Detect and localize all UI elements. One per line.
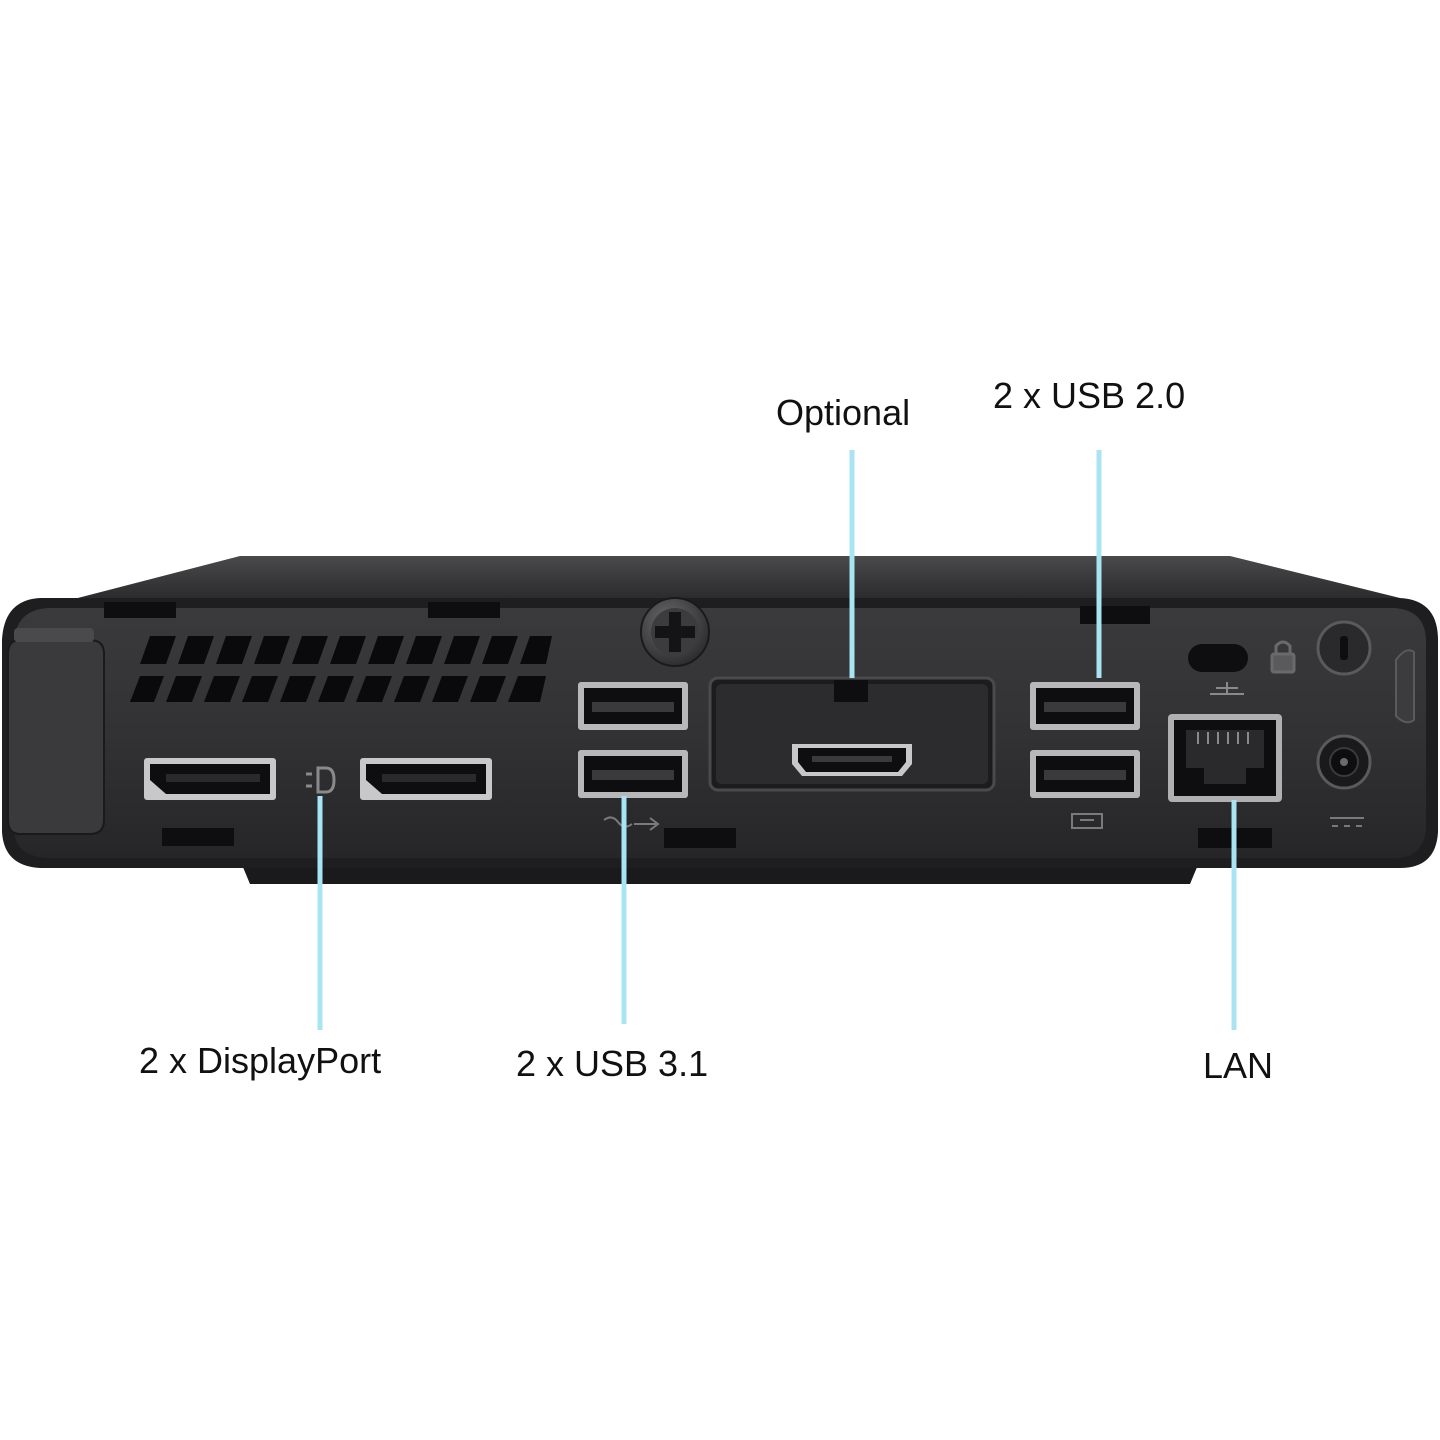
callout-lan: LAN <box>1203 1045 1274 1086</box>
network-icon <box>1210 682 1244 695</box>
top-slot <box>428 602 500 618</box>
top-slot <box>104 602 176 618</box>
displayport-port <box>144 758 276 800</box>
displayport-icon <box>306 766 336 794</box>
displayport-port <box>360 758 492 800</box>
dc-power-jack <box>1316 734 1372 790</box>
usb31-port <box>578 682 688 730</box>
padlock-loop <box>1316 620 1372 676</box>
callout-displayport: 2 x DisplayPort <box>139 1040 382 1081</box>
callout-usb20: 2 x USB 2.0 <box>993 375 1186 416</box>
side-latch-right <box>1395 649 1415 724</box>
thumbscrew-icon <box>640 597 710 667</box>
chassis-top <box>70 556 1400 600</box>
superspeed-usb-icon <box>603 816 660 831</box>
hdmi-port <box>792 744 912 776</box>
lan-port <box>1168 714 1282 802</box>
optional-module-bay <box>708 676 996 792</box>
callout-optional: Optional <box>776 392 911 433</box>
security-lock-slot <box>1188 644 1248 672</box>
lock-icon <box>1270 640 1296 674</box>
side-latch <box>7 639 105 835</box>
vent-grille <box>130 636 552 702</box>
callout-usb31: 2 x USB 3.1 <box>516 1043 709 1084</box>
usb31-port <box>578 750 688 798</box>
top-slot <box>1080 606 1150 624</box>
power-dc-icon <box>1330 817 1364 827</box>
usb20-port <box>1030 750 1140 798</box>
usb20-port <box>1030 682 1140 730</box>
usb-icon <box>1071 813 1103 829</box>
